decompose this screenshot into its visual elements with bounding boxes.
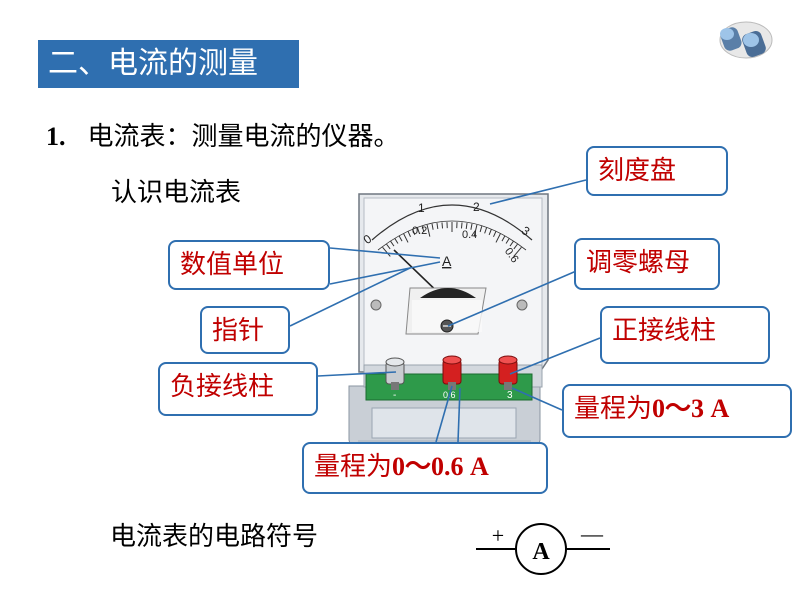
leader-range-06a-a — [435, 385, 453, 443]
callout-pointer: 指针 — [200, 306, 290, 354]
terminal-3a — [498, 355, 518, 390]
leader-negative — [317, 371, 397, 377]
dial-face — [371, 204, 533, 257]
symbol-plus: + — [492, 523, 504, 548]
range-3a-prefix: 量程为 — [574, 394, 653, 424]
dial-tick — [513, 246, 522, 257]
dial-tick — [484, 227, 488, 234]
scale-upper-1: 1 — [418, 201, 425, 215]
callout-positive-terminal: 正接线柱 — [600, 306, 770, 364]
leader-range-3a — [511, 387, 563, 411]
symbol-circle — [515, 523, 567, 575]
subheading: 认识电流表 — [111, 178, 242, 208]
mount-screw-left — [370, 299, 382, 311]
symbol-minus: — — [580, 521, 604, 546]
scale-lower-0: 0.2 — [412, 225, 427, 237]
dial-tick — [513, 243, 518, 250]
dial-tick — [493, 231, 497, 238]
leader-unit-a — [329, 247, 441, 259]
range-3a-value: 0～3 A — [652, 394, 730, 423]
dial-tick — [473, 224, 478, 237]
negative-terminal — [385, 357, 405, 390]
leader-lines — [289, 179, 601, 443]
callout-zero-adjust: 调零螺母 — [574, 238, 720, 290]
dial-tick — [412, 229, 416, 236]
scale-lower-1: 0.4 — [462, 229, 477, 241]
leader-dial — [489, 179, 587, 205]
dial-tick — [398, 235, 403, 242]
leader-range-06a-b — [457, 387, 461, 443]
symbol-letter: A — [532, 539, 550, 565]
dial-tick — [394, 238, 399, 244]
callout-negative-terminal: 负接线柱 — [158, 362, 318, 416]
dial-tick — [416, 227, 420, 234]
section-title: 二、电流的测量 — [38, 40, 299, 88]
dial-tick — [501, 235, 506, 242]
dial-tick — [426, 224, 431, 237]
binoculars-icon — [719, 21, 773, 59]
ammeter-symbol: A + — — [476, 521, 610, 575]
range-06a-value: 0～0.6 A — [392, 452, 489, 481]
dial-tick — [382, 246, 391, 257]
zero-adjust-screw — [440, 319, 454, 333]
terminal-label-negative: - — [393, 390, 396, 401]
dial-tick — [460, 222, 463, 229]
item-number: 1. — [46, 122, 66, 151]
dial-tick — [407, 231, 411, 238]
item-text: 电流表：测量电流的仪器。 — [87, 122, 400, 152]
leader-unit-b — [329, 261, 441, 285]
range-06a-prefix: 量程为 — [314, 452, 393, 482]
dial-tick — [441, 222, 444, 229]
dial-tick — [479, 226, 483, 233]
dial-tick — [390, 240, 395, 247]
dial-tick — [403, 233, 409, 243]
callout-unit: 数值单位 — [168, 240, 330, 290]
dial-tick — [488, 229, 492, 236]
symbol-caption: 电流表的电路符号 — [110, 522, 319, 552]
callout-range-3a: 量程为0～3 A — [562, 384, 792, 438]
item-line: 1. 电流表：测量电流的仪器。 — [46, 116, 400, 153]
leader-positive — [509, 337, 601, 375]
dial-tick — [421, 226, 425, 233]
mount-screw-right — [516, 299, 528, 311]
leader-zero-adjust — [447, 265, 589, 327]
pointer-window — [405, 287, 487, 335]
callout-range-06a: 量程为0～0.6 A — [302, 442, 548, 494]
leader-pointer — [289, 267, 411, 327]
dial-tick — [465, 222, 468, 230]
dial-tick — [431, 223, 434, 230]
dial-tick — [505, 238, 510, 244]
terminal-label-3: 3 — [507, 390, 513, 401]
dial-tick — [436, 222, 439, 230]
callout-dial: 刻度盘 — [586, 146, 728, 196]
scale-upper-2: 2 — [473, 200, 480, 214]
dial-tick — [495, 233, 501, 243]
dial-tick — [470, 223, 473, 230]
unit-symbol: A — [442, 253, 452, 269]
dial-tick — [386, 243, 391, 250]
dial-tick — [509, 240, 514, 247]
